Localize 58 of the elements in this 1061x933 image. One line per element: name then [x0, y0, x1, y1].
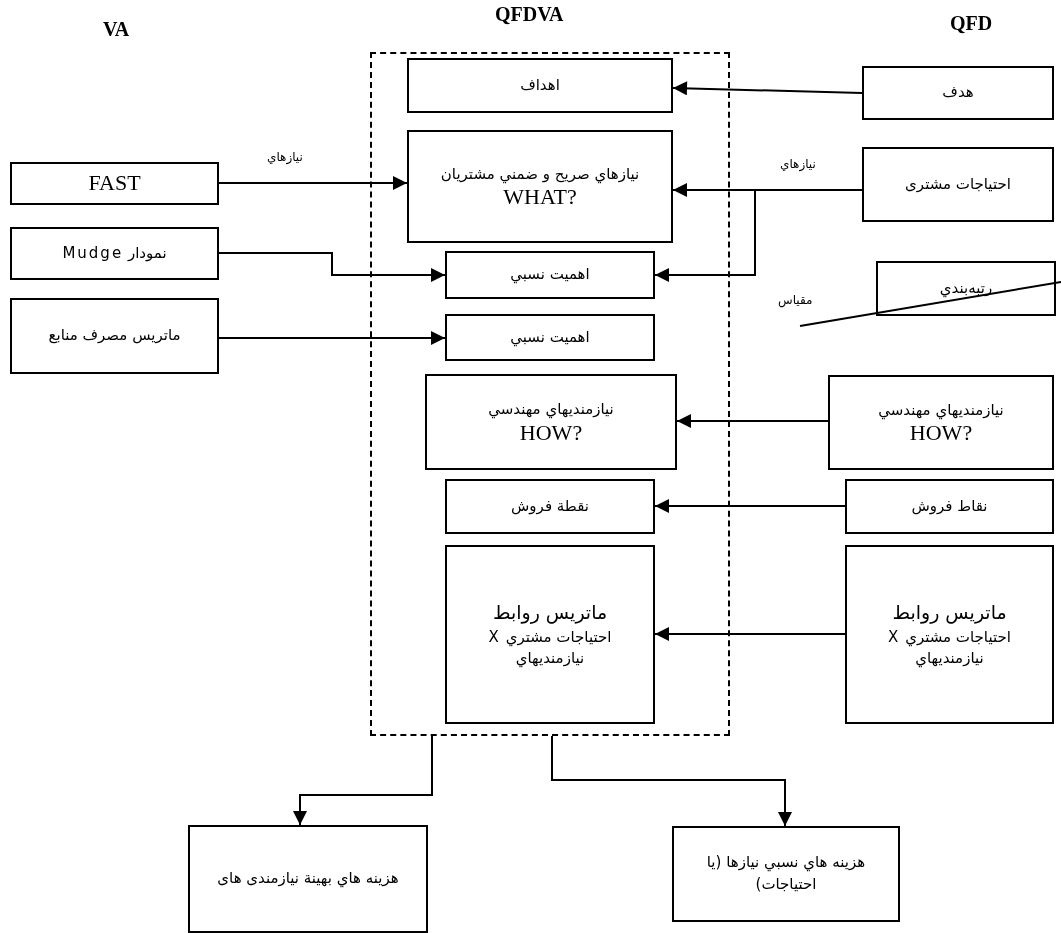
arrow: [676, 414, 829, 428]
process-box: [876, 261, 1056, 316]
process-box: [407, 130, 673, 243]
box-text: نيازمنديهاي مهندسي: [488, 399, 614, 421]
arrow: [218, 176, 408, 190]
process-box: [445, 479, 655, 534]
column-heading: QFD: [950, 12, 993, 35]
box-text: FAST: [88, 171, 141, 196]
arrow: [218, 331, 446, 345]
process-box: [445, 545, 655, 724]
box-text: هزينه هاي بهينة نيازمندی های: [217, 868, 399, 890]
box-text: HOW?: [909, 421, 973, 446]
process-box: [445, 251, 655, 299]
process-box: [10, 298, 219, 374]
box-text: ماتريس روابط: [892, 599, 1007, 626]
box-text: احتياجات مشتري X نيازمنديهاي: [887, 626, 1012, 670]
box-text: نمودار Mudge: [62, 242, 167, 264]
box-text: نيازمنديهاي مهندسي: [878, 399, 1004, 422]
process-box: [845, 479, 1054, 534]
box-text: هزينه هاي نسبي نيازها (يا احتياجات): [705, 852, 867, 895]
process-box: [188, 825, 428, 933]
process-box: [862, 66, 1054, 120]
box-text: HOW?: [519, 420, 583, 445]
process-box: [862, 147, 1054, 222]
process-box: [845, 545, 1054, 724]
note-label: مقياس: [777, 293, 814, 307]
arrow: [293, 735, 433, 826]
box-text: ماتريس مصرف منابع: [48, 325, 181, 347]
process-box: [445, 314, 655, 361]
process-box: [407, 58, 673, 113]
process-box: [672, 826, 900, 922]
column-heading: QFDVA: [495, 3, 564, 26]
box-text: نيازهاي صريح و ضمني مشتريان: [440, 163, 640, 186]
column-heading: VA: [103, 18, 130, 41]
process-box: [828, 375, 1054, 470]
arrow: [218, 252, 446, 282]
dashed-group-box: [370, 52, 730, 736]
box-text: اهداف: [520, 74, 560, 96]
arrow: [654, 627, 846, 641]
box-text: WHAT?: [503, 185, 577, 210]
arrow: [654, 499, 846, 513]
box-text: اهميت نسبي: [510, 326, 590, 349]
box-text: نقاط فروش: [911, 495, 988, 517]
box-text: رتبه‌بندي: [939, 277, 993, 300]
box-text: احتياجات مشتري X نيازمنديهاي: [487, 626, 613, 670]
box-text: هدف: [942, 82, 974, 104]
edge-label: نيازهاي: [265, 150, 305, 164]
box-text: ماتريس روابط: [492, 599, 608, 626]
box-text: احتياجات مشتری: [905, 173, 1011, 195]
process-box: [425, 374, 677, 470]
edge-label: نيازهاي: [778, 157, 818, 171]
arrow: [551, 735, 792, 827]
arrow: [672, 81, 863, 96]
process-box: [10, 162, 219, 205]
box-text: نقطة فروش: [511, 495, 589, 517]
process-box: [10, 227, 219, 280]
arrow: [654, 189, 863, 282]
box-text: اهميت نسبي: [510, 264, 590, 286]
